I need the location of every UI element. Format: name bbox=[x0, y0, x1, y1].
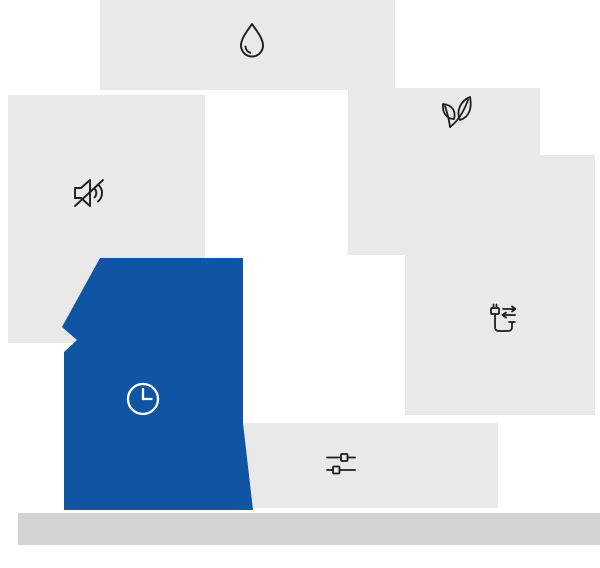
speaker-muted-icon bbox=[67, 171, 111, 215]
sliders-icon bbox=[319, 442, 363, 486]
water-drop-icon bbox=[232, 20, 272, 64]
tile-time bbox=[55, 255, 260, 515]
tile-settings bbox=[210, 423, 498, 508]
tile-water bbox=[100, 0, 395, 90]
accent-polygon bbox=[62, 258, 253, 510]
clock-icon bbox=[121, 377, 165, 421]
plug-sync-icon bbox=[478, 300, 522, 344]
tile-connectivity bbox=[405, 155, 595, 415]
bottom-bar bbox=[18, 513, 600, 545]
leaves-icon bbox=[434, 91, 478, 135]
